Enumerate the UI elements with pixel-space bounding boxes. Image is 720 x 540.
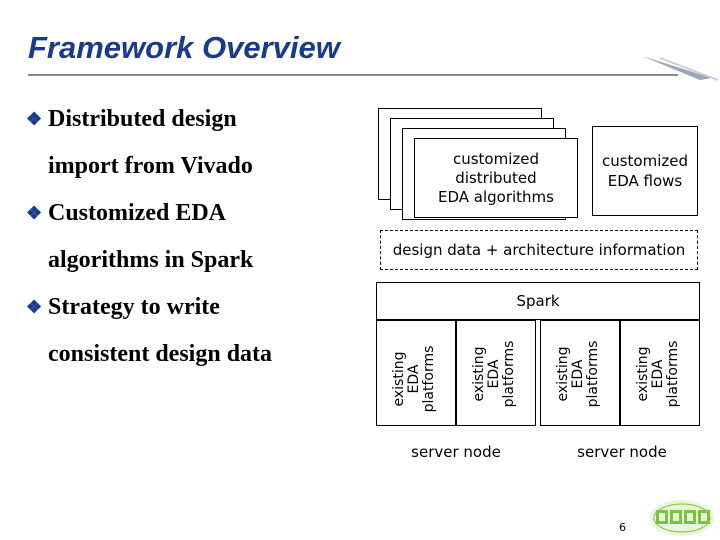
flows-box: customized EDA flows: [592, 126, 698, 216]
platform-text: existing: [635, 346, 651, 402]
platform-text: EDA: [650, 359, 666, 389]
swoosh-decoration: [642, 56, 719, 81]
bullet-line: import from Vivado: [48, 153, 253, 179]
platform-text: existing: [471, 346, 487, 402]
platform-text: existing: [555, 346, 571, 402]
bullet-item: ❖ Customized EDA algorithms in Spark: [26, 190, 272, 284]
bullet-list: ❖ Distributed design import from Vivado …: [26, 96, 272, 378]
platform-label: existing EDA platforms: [555, 324, 604, 424]
bullet-line: algorithms in Spark: [48, 247, 254, 273]
platform-text: existing: [391, 351, 407, 407]
algorithms-label: EDA algorithms: [437, 187, 554, 206]
diamond-bullet-icon: ❖: [26, 109, 43, 129]
spark-label: Spark: [516, 292, 560, 310]
conference-logo-icon: [650, 500, 714, 536]
bullet-line: Distributed design: [48, 106, 237, 132]
bullet-line: Customized EDA: [48, 200, 226, 226]
algorithms-label: customized: [452, 149, 540, 168]
server-node-label: server node: [411, 443, 501, 461]
page-number: 6: [619, 521, 626, 534]
platform-text: platforms: [501, 340, 517, 408]
platform-text: platforms: [421, 345, 437, 413]
platform-text: platforms: [585, 340, 601, 408]
diamond-bullet-icon: ❖: [26, 297, 43, 317]
diamond-bullet-icon: ❖: [26, 203, 43, 223]
flows-label: EDA flows: [607, 172, 683, 190]
algorithms-box: customized distributed EDA algorithms: [414, 138, 578, 218]
bullet-line: Strategy to write: [48, 294, 220, 320]
node-divider: [619, 320, 621, 426]
platform-text: EDA: [406, 364, 422, 394]
platform-text: EDA: [486, 359, 502, 389]
platform-label: existing EDA platforms: [391, 329, 440, 429]
platform-label: existing EDA platforms: [635, 324, 684, 424]
platform-text: EDA: [570, 359, 586, 389]
platform-label: existing EDA platforms: [471, 324, 520, 424]
bullet-item: ❖ Distributed design import from Vivado: [26, 96, 272, 190]
node-divider: [455, 320, 457, 426]
bullet-item: ❖ Strategy to write consistent design da…: [26, 284, 272, 378]
bullet-line: consistent design data: [48, 341, 273, 367]
spark-box: Spark: [376, 282, 700, 320]
design-data-label: design data + architecture information: [392, 241, 686, 259]
title-underline: [28, 74, 678, 76]
slide-title: Framework Overview: [28, 30, 340, 65]
platform-text: platforms: [665, 340, 681, 408]
design-data-box: design data + architecture information: [380, 230, 698, 270]
algorithms-label: distributed: [455, 168, 537, 187]
flows-label: customized: [601, 152, 689, 170]
server-node-label: server node: [577, 443, 667, 461]
